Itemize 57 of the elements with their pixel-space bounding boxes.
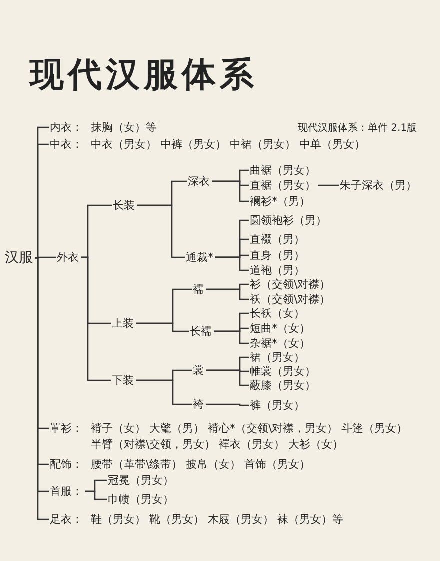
item-list: 抹胸（女）等 (91, 120, 157, 136)
garment-label: 长装 (113, 198, 135, 213)
tree-connector (214, 330, 249, 344)
garment-label: 冠冕（男女） (108, 473, 174, 488)
tree-connector (206, 288, 249, 300)
garment-label: 长袄（女） (250, 306, 305, 321)
tree-connector (318, 184, 339, 186)
item-list: 褙子（女） 大氅（男） 褙心*（交领\对襟，男女） 斗篷（男女） (91, 421, 408, 437)
garment-label: 长襦 (190, 324, 212, 339)
tree-connector (137, 204, 185, 258)
garment-label: 帷裳（男女） (250, 364, 316, 379)
tree-connector (35, 256, 56, 259)
item-list: 腰带（革带\绦带） 披帛（女） 首饰（男女） (91, 457, 311, 473)
garment-label: 下装 (112, 373, 134, 388)
garment-label: 直身（男） (250, 248, 305, 263)
garment-label: 汉服 (5, 249, 33, 267)
garment-label: 上装 (112, 316, 134, 331)
item-list: 鞋（男女） 靴（男女） 木屐（男女） 袜（男女）等 (91, 512, 344, 528)
tree-connector (216, 256, 249, 272)
garment-label: 巾帻（男女） (108, 492, 174, 507)
garment-label: 外衣 (57, 250, 79, 265)
garment-label: 通裁* (186, 250, 214, 265)
garment-label: 裤（男女） (250, 398, 305, 413)
category-label: 配饰： (50, 457, 83, 472)
garment-label: 袄（交领\对襟） (250, 292, 331, 307)
title: 现代汉服体系 (30, 54, 258, 97)
garment-label: 衫（交领\对襟） (250, 277, 331, 292)
garment-label: 襦 (193, 282, 204, 297)
garment-label: 短曲*（女） (250, 321, 310, 336)
tree-connector (81, 256, 111, 382)
category-label: 中衣： (50, 137, 83, 152)
garment-label: 直裰（男） (250, 232, 305, 247)
garment-label: 襕衫*（男） (250, 194, 310, 209)
tree-connector (136, 380, 192, 406)
garment-label: 直裾（男女） (250, 178, 316, 193)
item-list: 半臂（对襟\交领，男女） 襌衣（男女） 大衫（女） (91, 437, 408, 453)
garment-label: 朱子深衣（男） (340, 178, 417, 193)
garment-label: 裳 (193, 363, 204, 378)
tree-connector (85, 490, 107, 500)
item-list: 中衣（男女） 中裤（男女） 中裙（男女） 中单（男女） (91, 137, 366, 153)
tree-connector (206, 370, 249, 386)
tree-connector (136, 322, 189, 332)
category-label: 罩衫： (50, 421, 83, 436)
category-label: 内衣： (50, 120, 83, 135)
garment-label: 蔽膝（男女） (250, 378, 316, 393)
tree-connector (206, 404, 249, 406)
garment-label: 深衣 (188, 174, 210, 189)
garment-label: 裙（男女） (250, 350, 305, 365)
garment-label: 首服： (50, 484, 83, 499)
garment-label: 杂裾*（女） (250, 336, 310, 351)
version-note: 现代汉服体系：单件 2.1版 (298, 122, 418, 135)
garment-label: 曲裾（男女） (250, 163, 316, 178)
garment-label: 圆领袍衫（男） (250, 213, 327, 228)
tree-connector (212, 180, 249, 202)
garment-label: 道袍（男） (250, 263, 305, 278)
category-label: 足衣： (50, 512, 83, 527)
garment-label: 袴 (193, 397, 204, 412)
